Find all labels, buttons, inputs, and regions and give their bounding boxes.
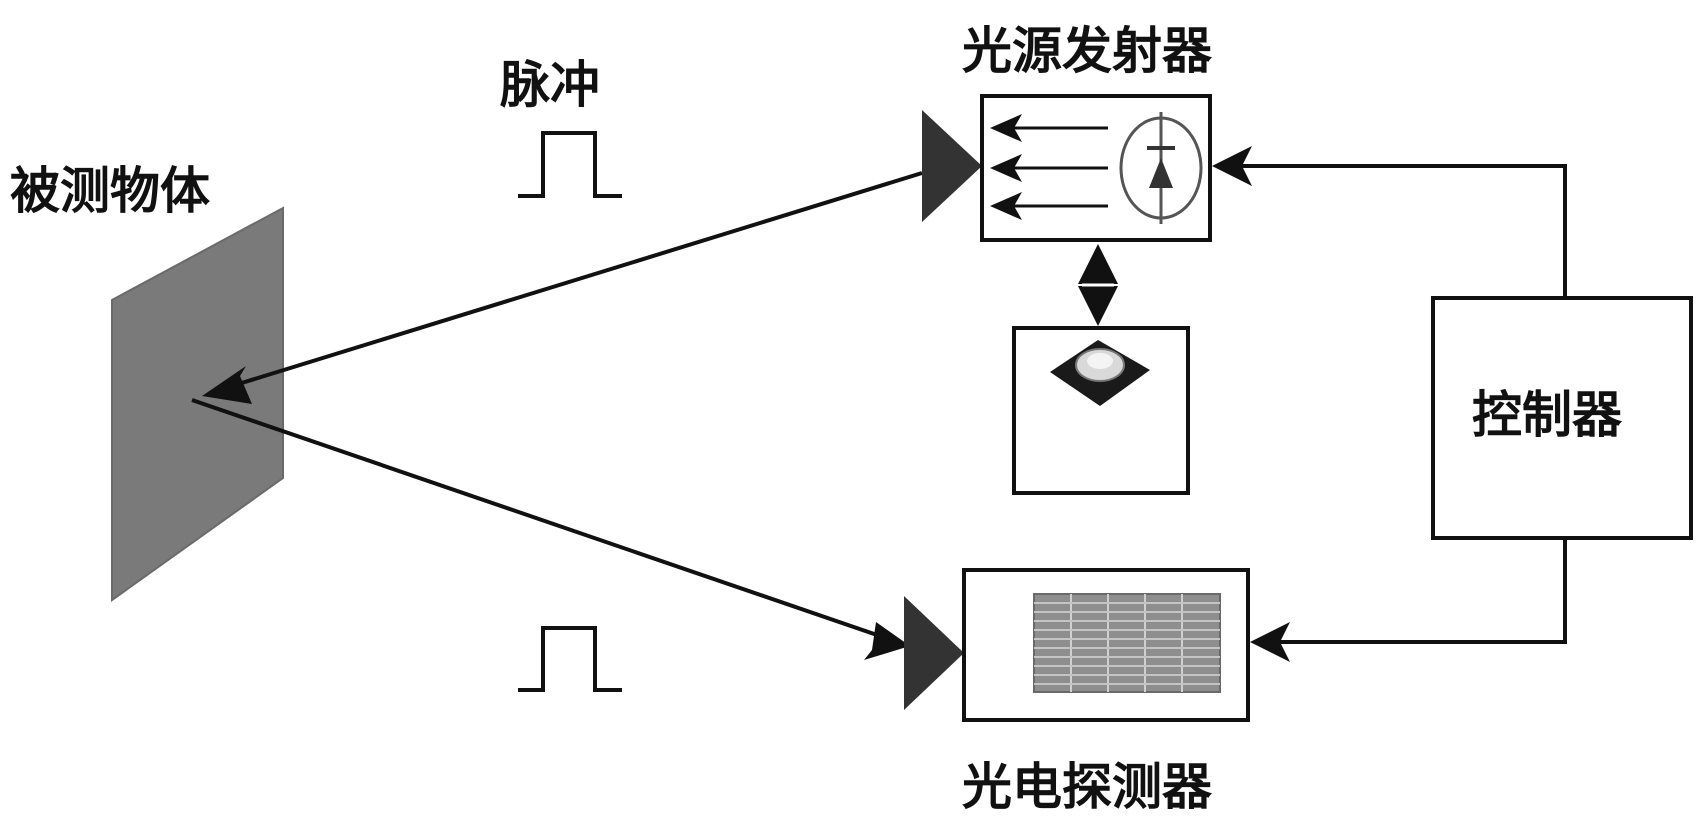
emitter-led-link-arrowhead-down [1078, 286, 1118, 326]
reflected-beam-line [191, 398, 881, 638]
emitted-beam-arrowhead [202, 366, 252, 404]
controller-to-emitter-arrowhead [1212, 146, 1252, 186]
laser-diode-icon [990, 112, 1203, 224]
pulse-waveform-outgoing [518, 131, 622, 198]
light-emitter-label: 光源发射器 [962, 21, 1213, 80]
controller-box [1431, 296, 1693, 540]
detector-lens-triangle [904, 596, 964, 710]
controller-to-detector-arrowhead [1250, 622, 1290, 662]
emitted-beam-line [231, 171, 923, 388]
target-object-label: 被测物体 [10, 161, 210, 220]
photodetector-label: 光电探测器 [962, 757, 1213, 816]
reflected-beam-arrowhead [864, 622, 910, 660]
pulse-waveform-return [518, 626, 622, 692]
controller-to-emitter-line [1238, 164, 1567, 298]
detector-array-icon [1033, 593, 1221, 693]
emitter-led-link-arrowhead-up [1078, 244, 1118, 284]
controller-to-detector-line [1276, 538, 1567, 644]
emitter-lens-triangle [922, 110, 982, 222]
led-chip-icon [1050, 340, 1150, 406]
controller-label: 控制器 [1472, 385, 1623, 444]
pulse-label: 脉冲 [500, 55, 600, 114]
